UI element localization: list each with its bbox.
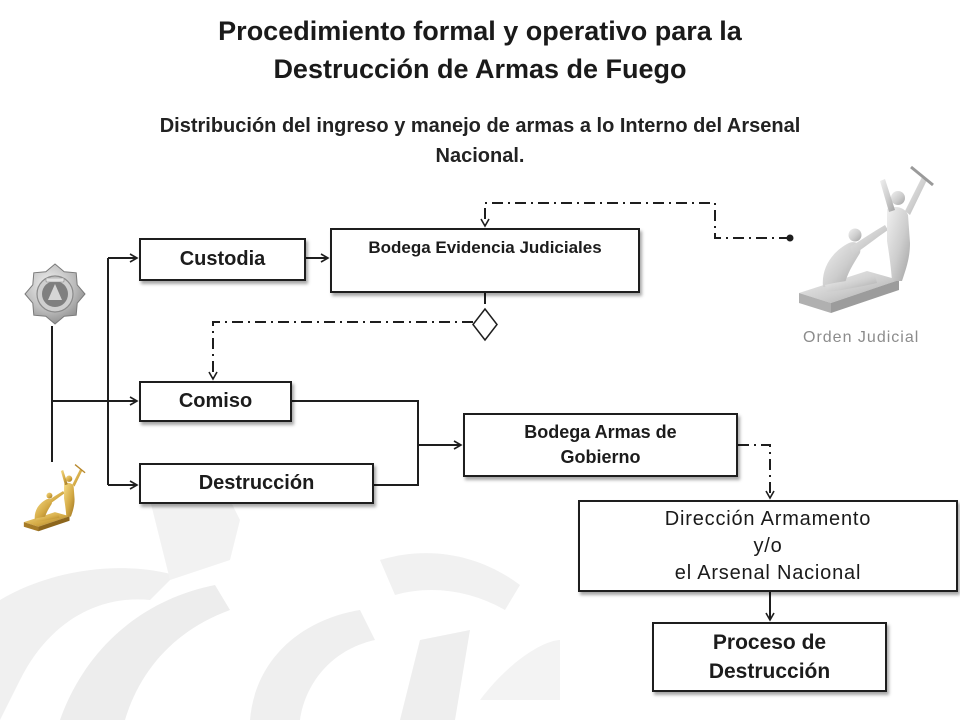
node-proceso-label-line-2: Destrucción: [708, 660, 831, 683]
node-proceso-de-destruccion: Proceso de Destrucción: [652, 622, 887, 692]
node-direccion-label-line-1: Dirección Armamento: [664, 507, 872, 530]
orden-judicial-caption: Orden Judicial: [803, 329, 920, 346]
slide-subtitle-line-2: Nacional.: [435, 145, 525, 167]
node-bodega-evidencia-label: Bodega Evidencia Judiciales: [368, 238, 602, 257]
node-direccion-label-line-2: y/o: [753, 534, 783, 557]
node-bodega-armas-label-line-1: Bodega Armas de: [524, 422, 677, 442]
node-bodega-evidencia-judiciales: Bodega Evidencia Judiciales: [330, 228, 640, 293]
connector-orden-judicial-to-bodega-evidencia: [480, 202, 790, 239]
node-proceso-label-line-1: Proceso de: [712, 631, 827, 654]
node-direccion-armamento: Dirección Armamento y/o el Arsenal Nacio…: [578, 500, 958, 592]
node-bodega-armas-label-line-2: Gobierno: [560, 447, 641, 467]
connector-comiso-destruccion-merge: [292, 400, 419, 486]
slide-subtitle-line-1: Distribución del ingreso y manejo de arm…: [159, 115, 801, 137]
gold-statue-icon: [23, 464, 86, 532]
node-destruccion-label: Destrucción: [198, 472, 315, 494]
node-custodia-label: Custodia: [179, 248, 266, 270]
node-bodega-armas-de-gobierno: Bodega Armas de Gobierno: [463, 413, 738, 477]
slide-title-line-2: Destrucción de Armas de Fuego: [273, 54, 687, 84]
node-destruccion: Destrucción: [139, 463, 374, 504]
decision-diamond: [472, 307, 498, 342]
node-custodia: Custodia: [139, 238, 306, 281]
slide-subtitle: Distribución del ingreso y manejo de arm…: [0, 111, 960, 171]
connector-bodega-armas-to-direccion: [738, 444, 775, 500]
node-comiso: Comiso: [139, 381, 292, 422]
slide-title-line-1: Procedimiento formal y operativo para la: [218, 16, 742, 46]
orden-judicial-endpoint-dot: [786, 234, 794, 242]
node-comiso-label: Comiso: [178, 390, 253, 412]
connector-decision-to-comiso: [208, 321, 473, 381]
slide-title: Procedimiento formal y operativo para la…: [0, 12, 960, 88]
police-badge-icon: [24, 263, 86, 325]
node-direccion-label-line-3: el Arsenal Nacional: [674, 561, 862, 584]
grey-statue-icon: [799, 165, 934, 313]
